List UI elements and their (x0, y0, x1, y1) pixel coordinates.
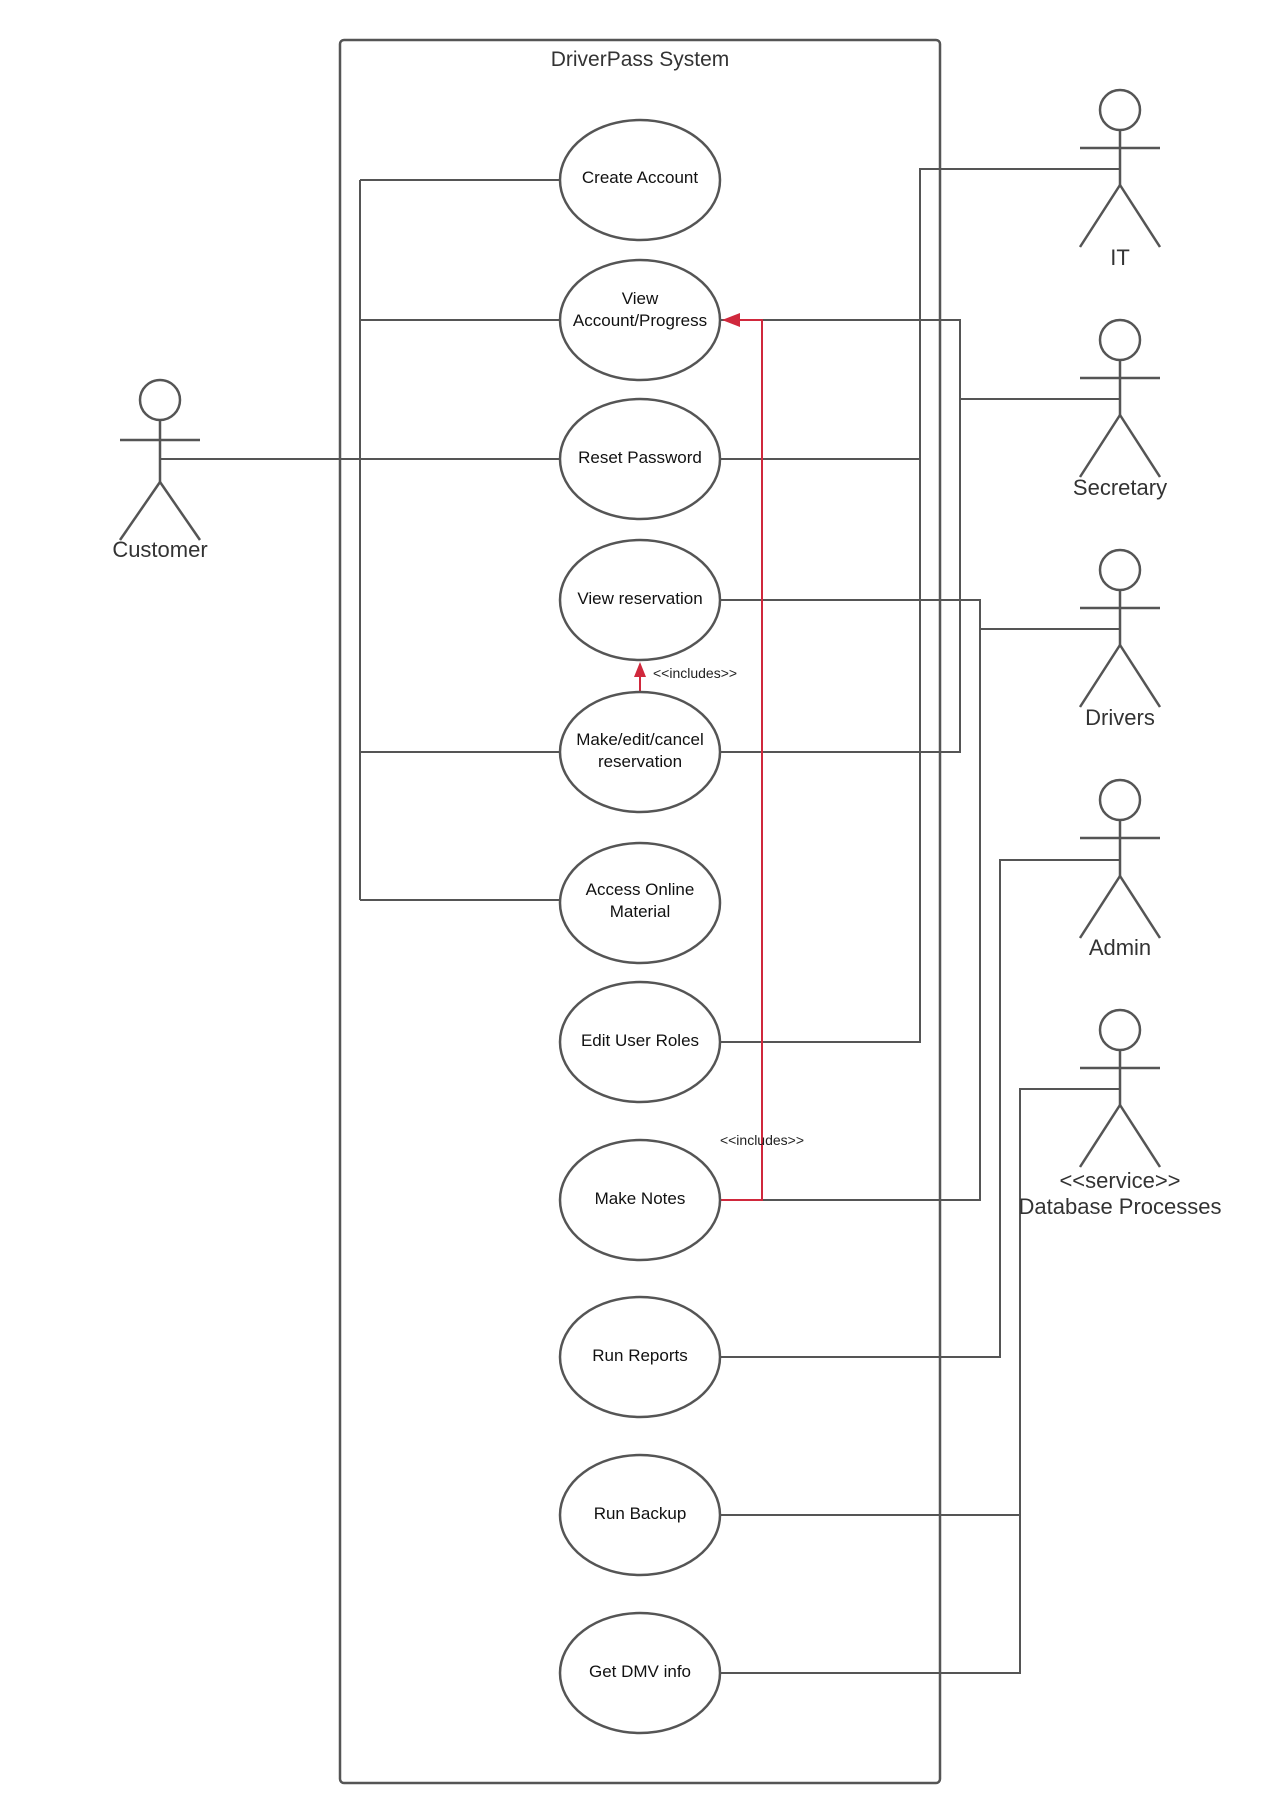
system-title: DriverPass System (551, 48, 730, 71)
stick-figure-icon (118, 378, 202, 541)
use-case-label: Make/edit/cancel (576, 730, 704, 749)
includes-label-view-account: <<includes>> (720, 1132, 804, 1148)
actor-secretary[interactable]: Secretary (1073, 318, 1167, 500)
use-case-label: Get DMV info (589, 1662, 691, 1681)
use-case-label: reservation (598, 752, 682, 771)
actor-label: Drivers (1085, 705, 1155, 730)
use-case-label: Make Notes (595, 1189, 686, 1208)
stick-figure-icon (1078, 548, 1162, 708)
stick-figure-icon (1078, 1008, 1162, 1168)
actor-drivers[interactable]: Drivers (1078, 548, 1162, 730)
use-case-run-backup[interactable]: Run Backup (558, 1453, 722, 1577)
actor-label: Admin (1089, 935, 1151, 960)
use-case-label: View reservation (577, 589, 702, 608)
secretary-connectors (720, 319, 1120, 753)
admin-connectors (720, 859, 1120, 1358)
stick-figure-icon (1078, 88, 1162, 248)
includes-label-view-reservation: <<includes>> (653, 665, 737, 681)
use-case-view-reservation[interactable]: View reservation (558, 538, 722, 662)
includes-arrowhead (634, 662, 646, 677)
use-case-make-notes[interactable]: Make Notes (558, 1138, 722, 1262)
it-connectors (720, 168, 1120, 1043)
use-case-run-reports[interactable]: Run Reports (558, 1295, 722, 1419)
includes-arrowhead (722, 313, 740, 327)
use-case-label: Edit User Roles (581, 1031, 699, 1050)
use-case-access-online-material[interactable]: Access Online Material (558, 841, 722, 965)
use-case-view-account-progress[interactable]: View Account/Progress (558, 258, 722, 382)
stick-figure-icon (1078, 778, 1162, 939)
actor-label: IT (1110, 245, 1130, 270)
include-relationships: <<includes>> <<includes>> (634, 313, 804, 1201)
use-case-reset-password[interactable]: Reset Password (558, 397, 722, 521)
use-case-label: Run Reports (592, 1346, 687, 1365)
use-case-label: Material (610, 902, 670, 921)
actor-label: Customer (112, 537, 207, 562)
use-case-create-account[interactable]: Create Account (558, 118, 722, 242)
use-case-label: Account/Progress (573, 311, 707, 330)
actor-label: Secretary (1073, 475, 1167, 500)
use-case-label: Reset Password (578, 448, 702, 467)
use-case-label: View (622, 289, 659, 308)
actor-customer[interactable]: Customer (112, 378, 208, 562)
use-case-label: Run Backup (594, 1504, 687, 1523)
stick-figure-icon (1078, 318, 1162, 478)
drivers-connectors (720, 599, 1120, 1201)
use-case-get-dmv-info[interactable]: Get DMV info (558, 1611, 722, 1735)
system-boundary (338, 38, 942, 1785)
actor-it[interactable]: IT (1078, 88, 1162, 270)
use-case-make-edit-cancel-reservation[interactable]: Make/edit/cancel reservation (558, 690, 722, 814)
customer-connectors (160, 179, 560, 901)
use-case-label: Access Online (586, 880, 695, 899)
actor-admin[interactable]: Admin (1078, 778, 1162, 960)
actor-database-processes[interactable]: <<service>> Database Processes (1019, 1008, 1222, 1219)
use-case-edit-user-roles[interactable]: Edit User Roles (558, 980, 722, 1104)
database-processes-connectors (720, 1088, 1120, 1674)
actor-label: Database Processes (1019, 1194, 1222, 1219)
use-case-label: Create Account (582, 168, 699, 187)
actor-stereotype-label: <<service>> (1059, 1168, 1180, 1193)
